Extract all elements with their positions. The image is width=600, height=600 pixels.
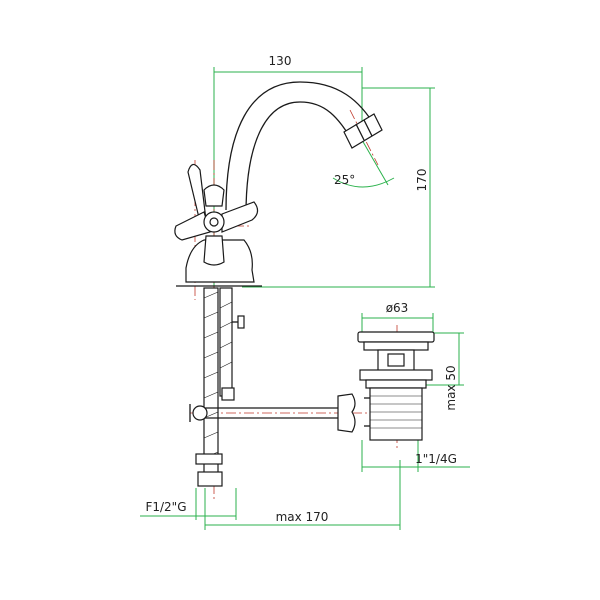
- waste-valve: [357, 331, 435, 441]
- label-waste-height: max 50: [444, 365, 458, 410]
- pop-up-rod: [189, 393, 356, 433]
- label-waste-thread: 1"1/4G: [415, 452, 457, 466]
- label-spout-angle: 25°: [334, 173, 355, 187]
- faucet: [174, 81, 383, 287]
- dimension-labels: 130 170 25° ø63 max 50 1"1/4G F1/2"G max…: [145, 54, 458, 524]
- spout-outer: [225, 81, 377, 211]
- supply-hoses: [195, 287, 245, 487]
- lever: [187, 163, 207, 223]
- label-pipe-length: max 170: [276, 510, 329, 524]
- label-spout-reach: 130: [269, 54, 292, 68]
- label-inlet-thread: F1/2"G: [145, 500, 186, 514]
- dimension-lines: [140, 67, 470, 530]
- label-total-height: 170: [415, 169, 429, 192]
- label-waste-diameter: ø63: [386, 301, 409, 315]
- cross-handle: [174, 184, 259, 266]
- spout-inner: [245, 101, 353, 215]
- aerator: [343, 113, 383, 149]
